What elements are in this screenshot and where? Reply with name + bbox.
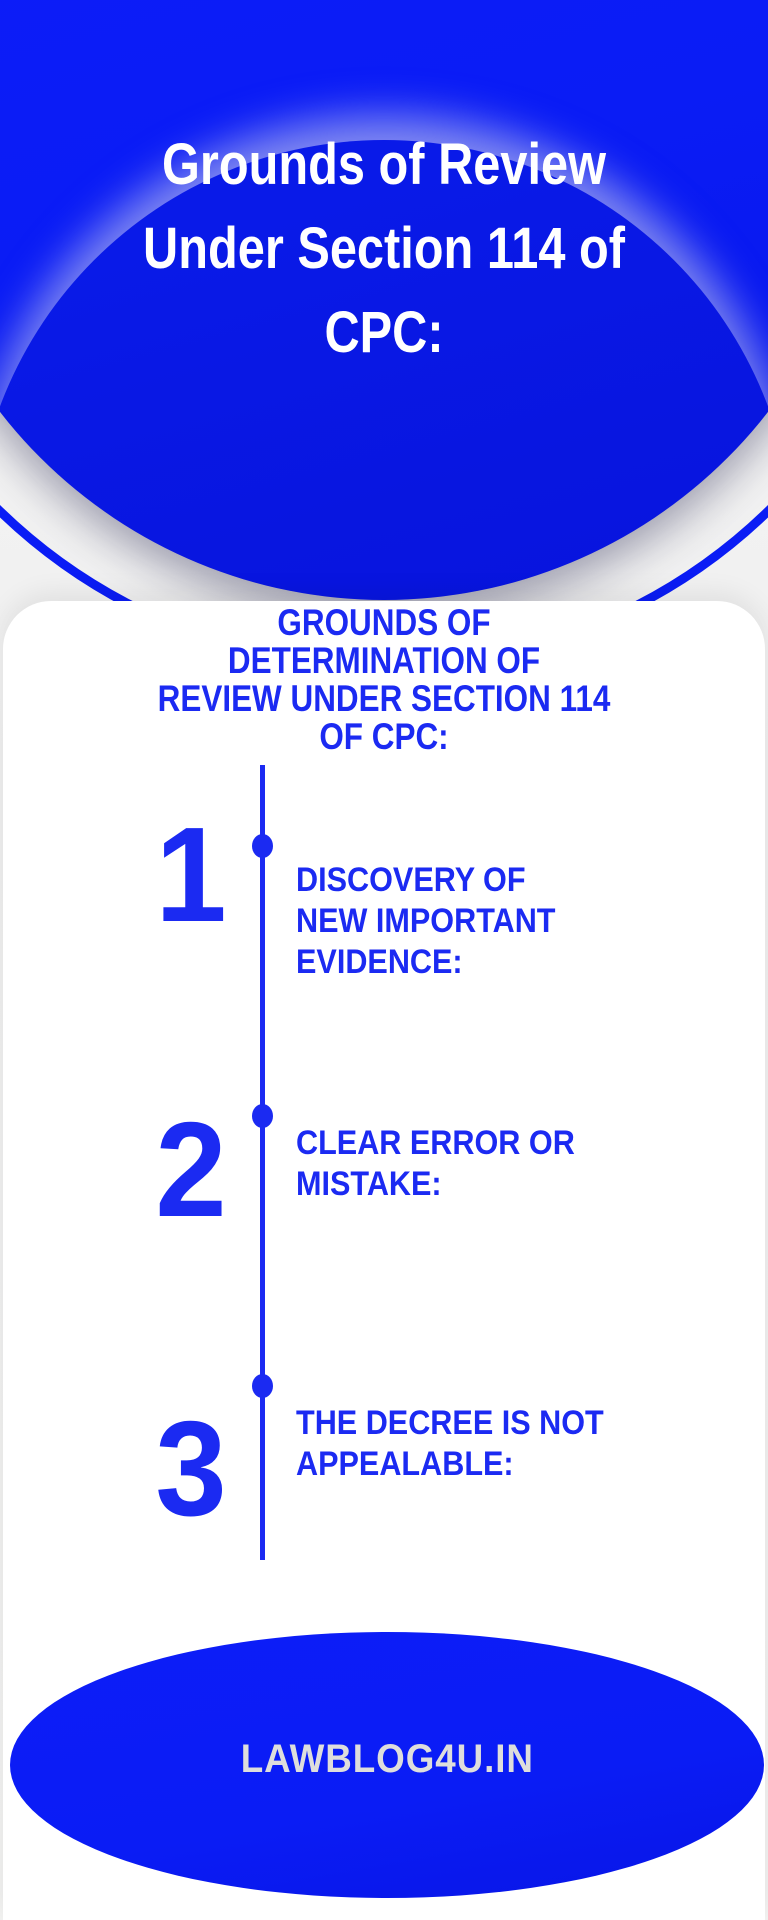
step-title-line: DISCOVERY OF [296,861,526,899]
timeline-line [260,765,265,1560]
step-title-2: CLEAR ERROR OR MISTAKE: [296,1123,692,1205]
step-title-3: THE DECREE IS NOT APPEALABLE: [296,1403,692,1485]
page-title-line: CPC: [324,300,444,365]
step-title-line: CLEAR ERROR OR [296,1124,575,1162]
step-number-3: 3 [155,1393,227,1544]
step-title-line: APPEALABLE: [296,1445,514,1483]
step-number-1: 1 [155,799,227,950]
brand-text: LAWBLOG4U.IN [240,1736,534,1781]
card-heading: GROUNDS OF DETERMINATION OF REVIEW UNDER… [58,604,711,756]
page-title: Grounds of Review Under Section 114 of C… [61,123,706,375]
timeline-dot-3 [252,1374,273,1398]
card-heading-line: GROUNDS OF [277,602,491,643]
page-title-line: Under Section 114 of [143,216,625,281]
brand-ellipse: LAWBLOG4U.IN [10,1632,764,1898]
page-title-line: Grounds of Review [162,132,606,197]
card-heading-line: OF CPC: [319,716,449,757]
timeline-dot-1 [252,834,273,858]
step-title-line: NEW IMPORTANT [296,902,556,940]
card-heading-line: REVIEW UNDER SECTION 114 [157,678,611,719]
step-title-line: THE DECREE IS NOT [296,1404,604,1442]
step-title-line: EVIDENCE: [296,943,463,981]
step-title-1: DISCOVERY OF NEW IMPORTANT EVIDENCE: [296,860,692,983]
hero-circle [0,0,768,600]
timeline-dot-2 [252,1104,273,1128]
step-title-line: MISTAKE: [296,1165,442,1203]
card-heading-line: DETERMINATION OF [227,640,541,681]
step-number-2: 2 [155,1094,227,1245]
